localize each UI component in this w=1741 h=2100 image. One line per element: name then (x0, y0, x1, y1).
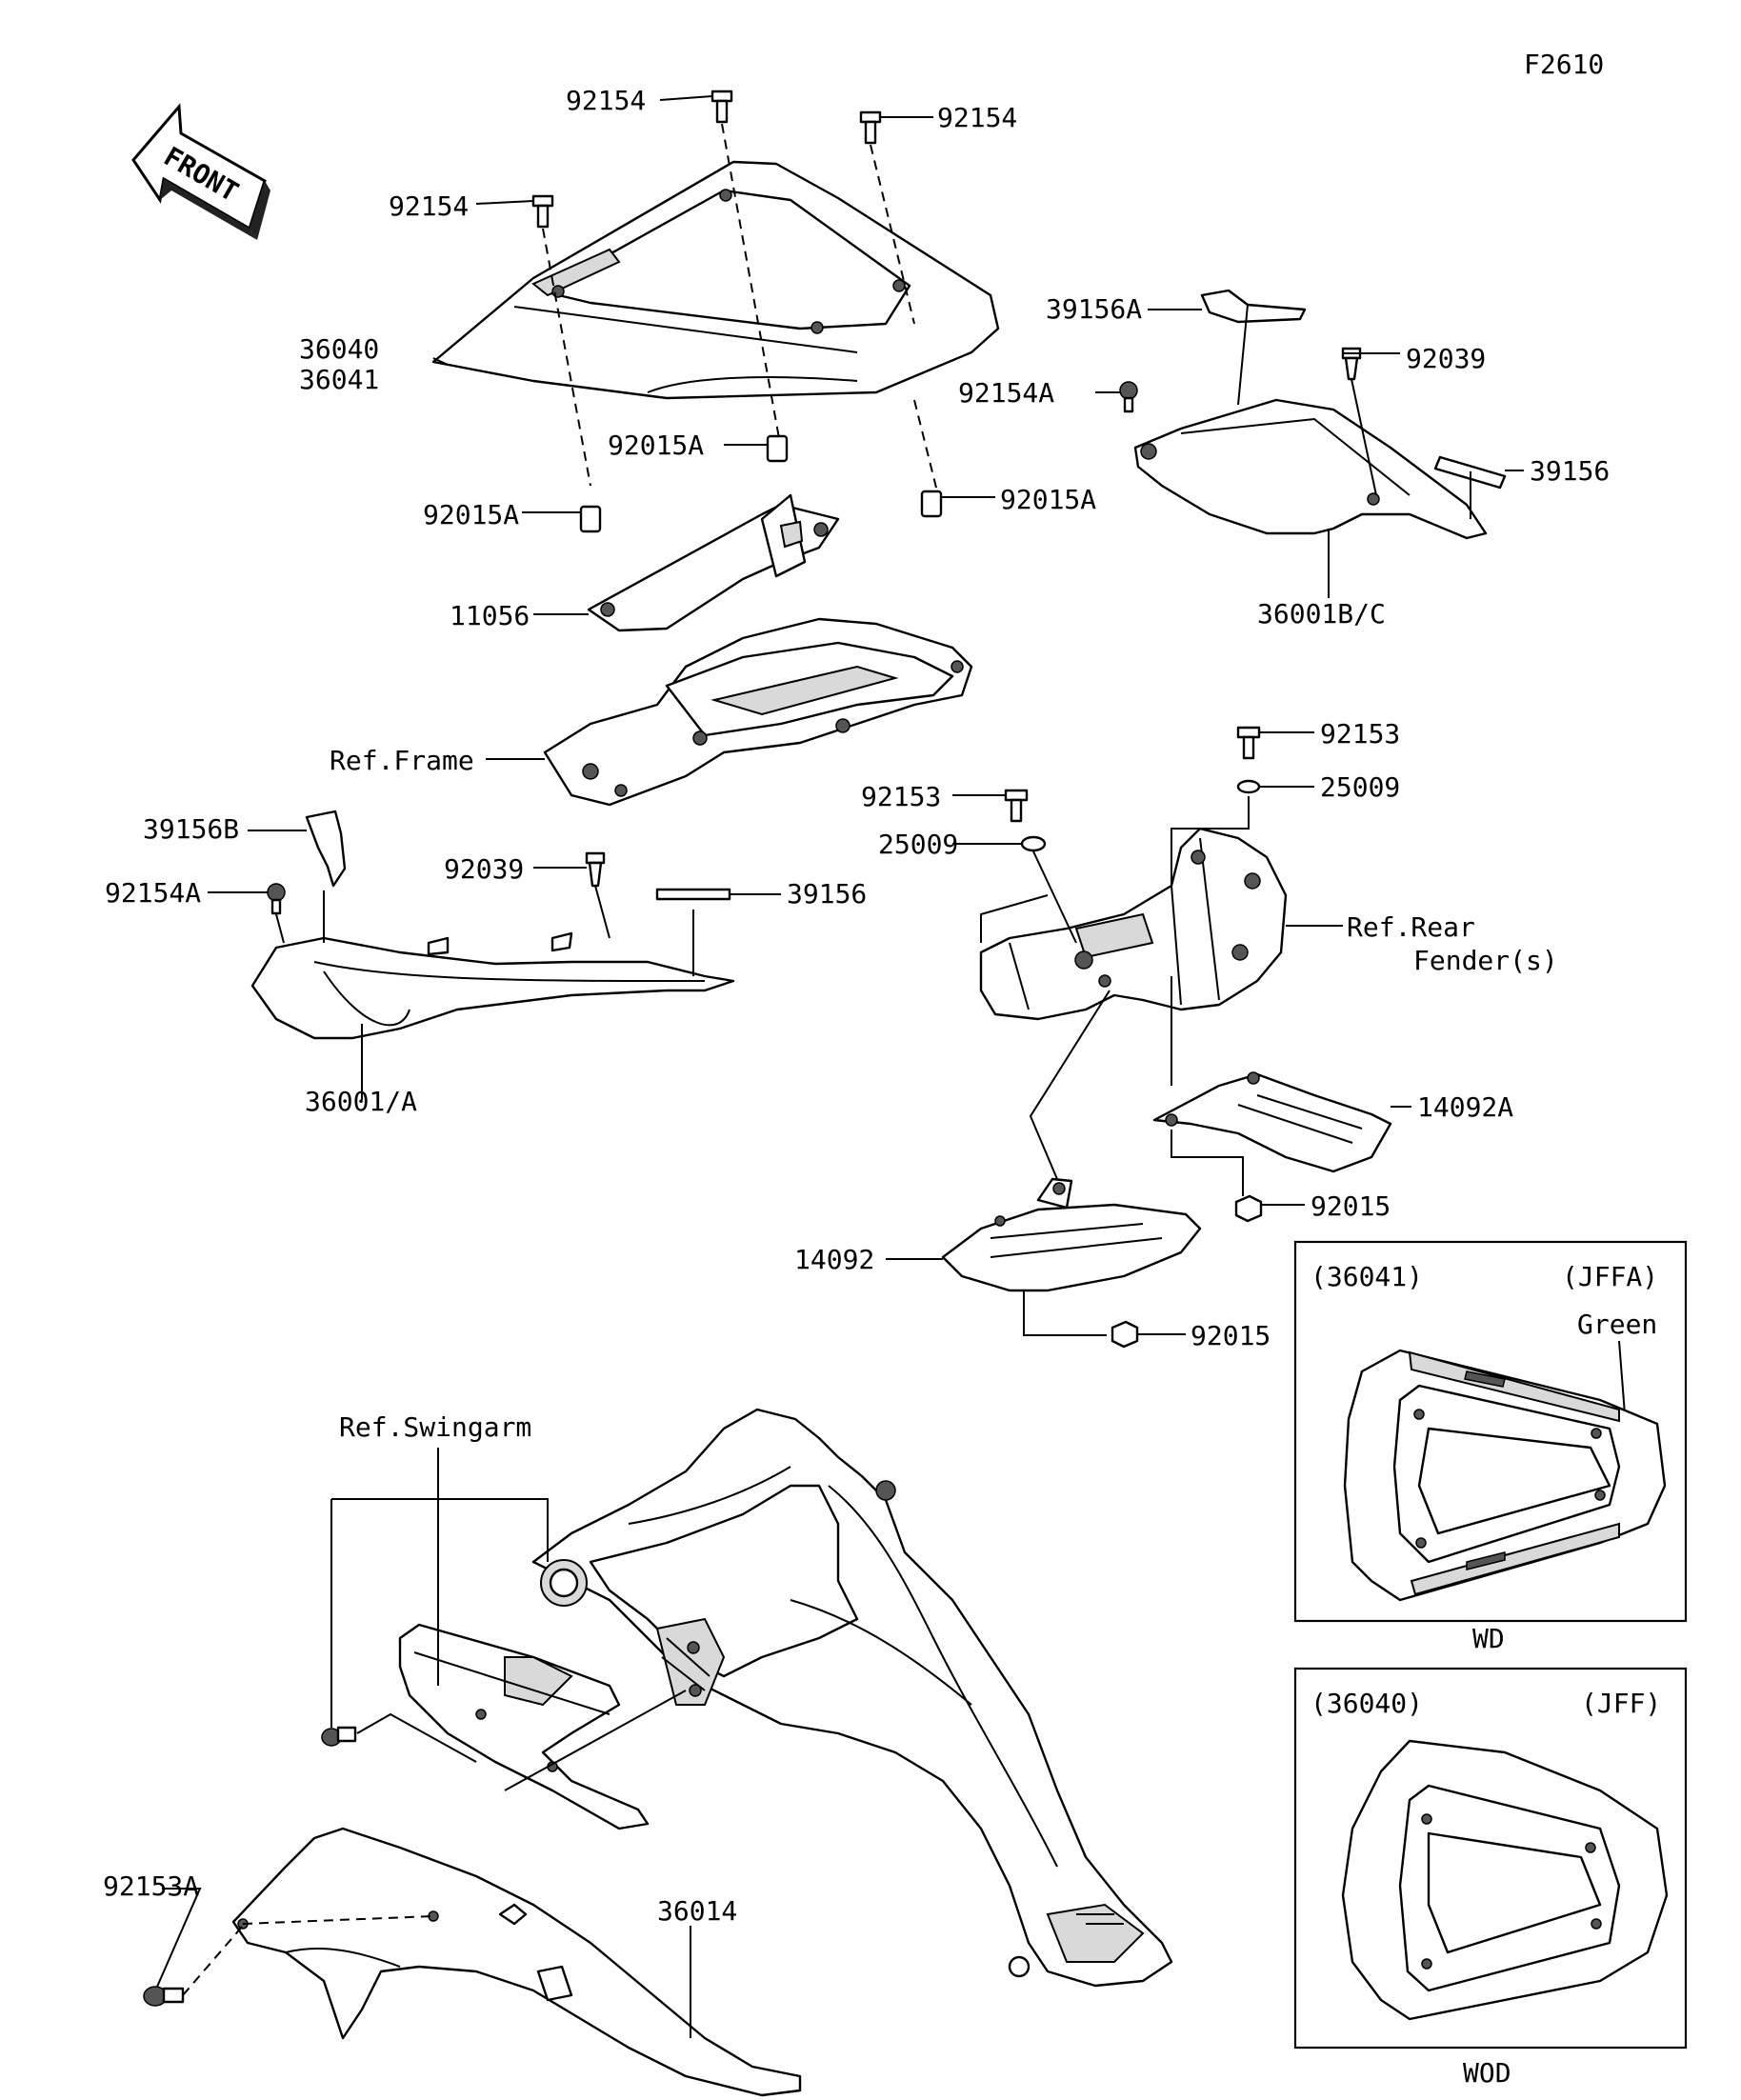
inset-wd-note: Green (1577, 1309, 1657, 1340)
reflector-14092A (1152, 1071, 1392, 1173)
diagram-code: F2610 (1524, 49, 1604, 80)
label-ref-rear-2: Fender(s) (1413, 945, 1558, 976)
ref-rear-fender (979, 827, 1288, 1021)
reflector-14092 (941, 1177, 1202, 1292)
bolt-92153-a (1236, 726, 1261, 760)
bolt-92154-b (859, 110, 882, 145)
label-92039-b: 92039 (444, 853, 524, 885)
label-92015A-b: 92015A (423, 499, 519, 530)
label-ref-rear-1: Ref.Rear (1347, 911, 1475, 943)
label-92153-a: 92153 (1320, 718, 1400, 750)
front-direction-arrow-icon: FRONT (131, 103, 270, 240)
label-92154A-b: 92154A (105, 877, 201, 909)
label-92015-a: 92015 (1311, 1190, 1391, 1222)
label-92015A-c: 92015A (1000, 484, 1096, 515)
inset-wod-part: (36040) (1311, 1688, 1423, 1719)
label-14092A: 14092A (1417, 1091, 1513, 1123)
inset-wod-code: (JFF) (1581, 1688, 1661, 1719)
bolt-92154-c (531, 194, 554, 229)
inset-wd-code: (JFFA) (1562, 1261, 1658, 1292)
label-92154A-a: 92154A (958, 377, 1054, 409)
bolt-chain-guard (321, 1726, 357, 1747)
chain-guard-upper (398, 1617, 726, 1830)
label-14092: 14092 (794, 1244, 874, 1275)
label-39156-b: 39156 (787, 878, 867, 910)
inset-wod: (36040) (JFF) WOD (1293, 1667, 1688, 2089)
nut-92015-b (1111, 1320, 1139, 1349)
label-39156B: 39156B (143, 813, 239, 845)
washer-25009-b (1020, 835, 1047, 852)
label-92015-b: 92015 (1191, 1320, 1271, 1351)
screw-92154A-b (267, 883, 286, 915)
inset-wd-caption: WD (1472, 1623, 1505, 1654)
inset-wod-frame (1293, 1667, 1688, 2050)
inset-wod-caption: WOD (1463, 2057, 1511, 2089)
label-36041: 36041 (299, 364, 379, 395)
label-92039-a: 92039 (1406, 343, 1486, 374)
tail-cover-36001BC (1133, 398, 1488, 540)
label-36001A: 36001/A (305, 1086, 417, 1117)
chain-guard-36014 (231, 1827, 802, 2097)
nut-92015-a (1234, 1194, 1263, 1223)
label-92153A: 92153A (103, 1870, 199, 1902)
label-25009-a: 25009 (1320, 771, 1400, 803)
inset-wd-frame (1293, 1240, 1688, 1623)
washer-25009-a (1236, 779, 1261, 794)
tail-cover-36001A (250, 931, 735, 1040)
sticker-39156B (305, 810, 347, 888)
label-ref-frame: Ref.Frame (330, 745, 474, 776)
label-92154-b: 92154 (937, 102, 1017, 133)
label-92154-c: 92154 (389, 190, 469, 222)
label-25009-b: 25009 (878, 829, 958, 860)
label-92015A-a: 92015A (608, 430, 704, 461)
seat-cowl-36040 (431, 160, 1000, 400)
label-36014: 36014 (657, 1895, 737, 1927)
label-11056: 11056 (450, 600, 530, 631)
sticker-39156-b (655, 888, 731, 901)
label-92153-b: 92153 (861, 781, 941, 812)
bolt-92154-a (710, 90, 733, 124)
inset-wd: (36041) (JFFA) Green WD (1293, 1240, 1688, 1654)
grommet-92015A-a (579, 505, 602, 533)
grommet-92015A-c (920, 490, 943, 518)
label-ref-swingarm: Ref.Swingarm (339, 1411, 531, 1443)
rivet-92039-b (585, 851, 606, 888)
ref-swingarm (531, 1408, 1173, 1988)
label-36040: 36040 (299, 333, 379, 365)
label-36001BC: 36001B/C (1257, 598, 1386, 630)
inset-wd-part: (36041) (1311, 1261, 1423, 1292)
grommet-92015A-b (766, 434, 789, 463)
label-39156-a: 39156 (1530, 455, 1610, 487)
sticker-39156A (1200, 289, 1307, 324)
ref-frame (543, 617, 973, 807)
bolt-92153A (143, 1986, 185, 2007)
bolt-92153-b (1004, 789, 1029, 823)
label-39156A: 39156A (1046, 293, 1142, 325)
screw-92154A-a (1119, 381, 1138, 413)
bracket-11056 (587, 493, 840, 632)
label-92154-a: 92154 (566, 85, 646, 116)
